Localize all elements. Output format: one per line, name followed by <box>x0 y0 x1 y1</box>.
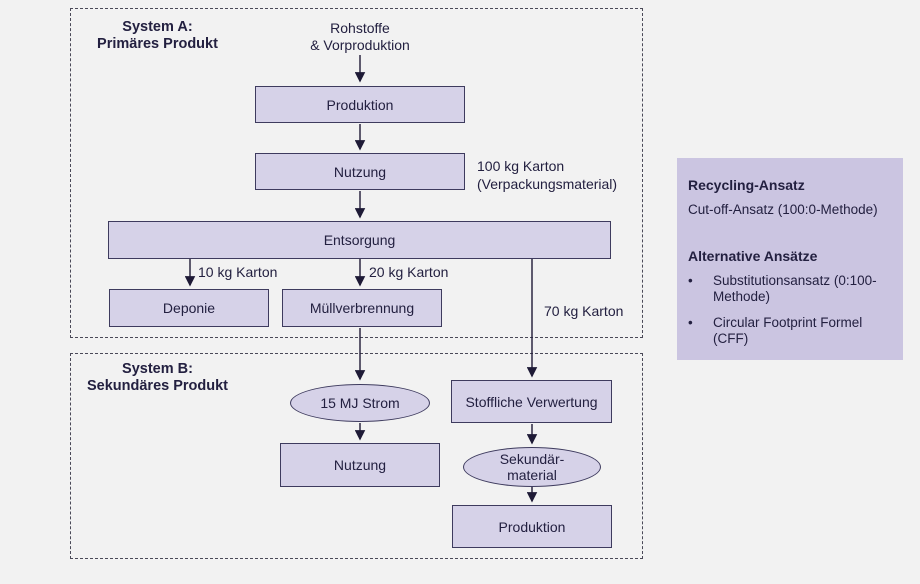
ellipse-sekundaermaterial: Sekundär- material <box>463 447 601 487</box>
system-a-title: System A: Primäres Produkt <box>75 19 240 53</box>
panel-heading-recycling: Recycling-Ansatz <box>688 177 805 193</box>
system-a-boundary <box>70 8 643 338</box>
node-stoffliche-verwertung: Stoffliche Verwertung <box>451 380 612 423</box>
recycling-panel: Recycling-Ansatz Cut-off-Ansatz (100:0-M… <box>677 158 903 360</box>
panel-heading-alternatives: Alternative Ansätze <box>688 248 818 264</box>
system-b-boundary <box>70 353 643 559</box>
bullet-text-substitution: Substitutionsansatz (0:100-Methode) <box>713 273 877 304</box>
label-10kg-karton: 10 kg Karton <box>198 264 278 280</box>
bullet-icon: • <box>688 315 693 330</box>
node-deponie: Deponie <box>109 289 269 327</box>
sekundaermaterial-line2: material <box>507 467 557 483</box>
input-label-line1: Rohstoffe <box>330 20 390 36</box>
label-20kg-karton: 20 kg Karton <box>369 264 449 280</box>
node-muellverbrennung: Müllverbrennung <box>282 289 442 327</box>
panel-recycling-method: Cut-off-Ansatz (100:0-Methode) <box>688 202 878 217</box>
system-b-title: System B: Sekundäres Produkt <box>75 361 240 395</box>
panel-bullet-list: • Substitutionsansatz (0:100-Methode) • … <box>688 273 892 347</box>
ellipse-strom: 15 MJ Strom <box>290 384 430 422</box>
label-functional-unit-line2: (Verpackungsmaterial) <box>477 176 618 192</box>
label-70kg-karton: 70 kg Karton <box>544 303 624 319</box>
node-entsorgung: Entsorgung <box>108 221 611 259</box>
node-produktion-a: Produktion <box>255 86 465 123</box>
input-label-line2: & Vorproduktion <box>310 37 410 53</box>
system-a-title-line1: System A: <box>122 19 193 35</box>
input-label-rohstoffe: Rohstoffe & Vorproduktion <box>280 20 440 54</box>
bullet-text-cff: Circular Footprint Formel (CFF) <box>713 315 863 346</box>
system-a-title-line2: Primäres Produkt <box>97 36 218 52</box>
label-functional-unit: 100 kg Karton (Verpackungsmaterial) <box>477 157 617 193</box>
list-item: • Circular Footprint Formel (CFF) <box>688 315 892 347</box>
node-produktion-b: Produktion <box>452 505 612 548</box>
system-b-title-line2: Sekundäres Produkt <box>86 378 228 394</box>
bullet-icon: • <box>688 273 693 288</box>
node-nutzung-b: Nutzung <box>280 443 440 487</box>
list-item: • Substitutionsansatz (0:100-Methode) <box>688 273 892 305</box>
label-functional-unit-line1: 100 kg Karton <box>477 158 565 174</box>
sekundaermaterial-line1: Sekundär- <box>499 451 565 467</box>
system-b-title-line1: System B: <box>122 361 193 377</box>
node-nutzung-a: Nutzung <box>255 153 465 190</box>
